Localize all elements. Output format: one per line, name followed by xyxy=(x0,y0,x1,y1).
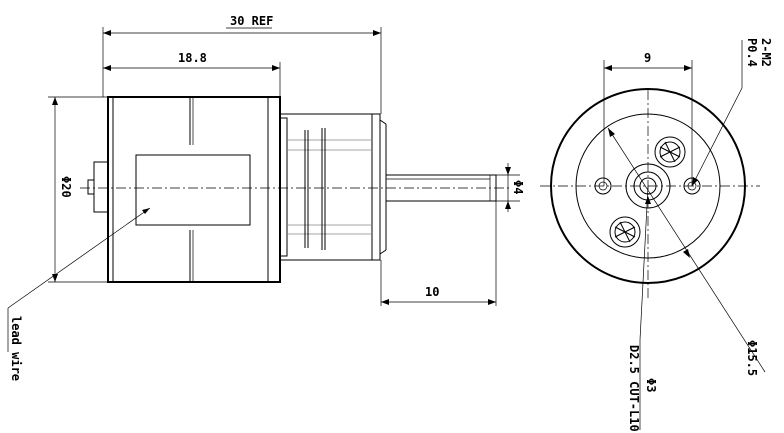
side-view: 30 REF 18.8 Φ20 Φ4 10 lead wire xyxy=(7,14,525,381)
label-lead-wire: lead wire xyxy=(9,316,23,381)
dim-overall-length: 30 REF xyxy=(230,14,273,28)
dim-body-diameter: Φ20 xyxy=(59,176,73,198)
dim-shaft-flat: D2.5 CUT-L10 xyxy=(627,345,641,432)
screw-bottom xyxy=(609,216,641,248)
connector-tab xyxy=(93,161,109,213)
label-window xyxy=(135,154,251,226)
label-mount-holes: 2-M2 xyxy=(759,38,773,67)
screw-top xyxy=(654,136,686,168)
dim-flange-diameter: Φ15.5 xyxy=(745,340,759,376)
mount-hole-left xyxy=(594,177,612,195)
dim-shaft-dia-end: Φ3 xyxy=(644,378,658,392)
dim-shaft-diameter: Φ4 xyxy=(511,180,525,194)
dim-shaft-length: 10 xyxy=(425,285,439,299)
motor-body xyxy=(107,96,281,283)
shaft-hub xyxy=(625,163,671,209)
dim-hole-spacing: 9 xyxy=(644,51,651,65)
gearbox xyxy=(279,113,387,261)
dim-motor-length: 18.8 xyxy=(178,51,207,65)
label-mount-pitch: P0.4 xyxy=(745,38,759,67)
end-view: 9 2-M2 P0.4 Φ15.5 Φ3 D2.5 CUT-L10 xyxy=(540,38,773,432)
